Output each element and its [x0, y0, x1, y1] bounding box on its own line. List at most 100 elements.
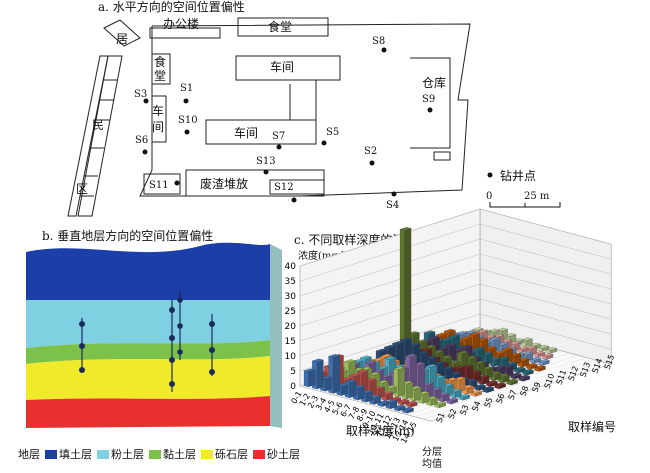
bar	[303, 370, 309, 388]
bar-top	[377, 400, 390, 404]
z-tick-label: 0	[290, 382, 296, 392]
bar	[399, 229, 405, 357]
bar-top	[384, 356, 397, 360]
site-tick-label: S6	[495, 392, 507, 405]
bar-top	[443, 328, 456, 333]
bar-top	[460, 344, 473, 349]
site-tick-label: S5	[483, 396, 495, 409]
bar-top	[506, 378, 519, 383]
bar-top	[400, 337, 413, 341]
scale-end: 25 m	[524, 191, 550, 202]
bar-top	[311, 358, 324, 363]
building-label: 区	[76, 182, 89, 196]
z-tick-label: 10	[285, 352, 297, 362]
bar-top	[518, 374, 531, 379]
bar-top	[405, 400, 418, 405]
bar-top	[472, 346, 485, 351]
legend-label: 黏土层	[163, 448, 196, 461]
floor-gridline	[431, 364, 612, 422]
site-tick-label: S7	[507, 389, 519, 402]
building-label: 民	[92, 118, 105, 132]
bar-top	[344, 379, 357, 384]
x-axis-title: 取样深度(m)	[346, 424, 415, 438]
bar-side	[414, 387, 422, 402]
building-label: 食	[154, 55, 167, 69]
building-label: 食堂	[268, 20, 293, 34]
bar-top	[501, 347, 514, 351]
bar-top	[393, 404, 406, 409]
bar-side	[316, 359, 324, 390]
floor-gridline	[422, 361, 604, 420]
bar-top	[359, 355, 372, 360]
site-label: S4	[386, 200, 400, 211]
bar-top	[389, 396, 402, 401]
gridline	[299, 313, 612, 372]
site-label: S5	[326, 127, 340, 138]
site-label: S3	[134, 89, 148, 100]
bar-top	[474, 384, 486, 388]
gridline	[299, 298, 612, 357]
bar-top	[348, 373, 361, 378]
bar-top	[537, 344, 550, 349]
bar-top	[392, 341, 404, 345]
bar-top	[529, 342, 541, 347]
building-label: 车间	[234, 126, 259, 140]
site-label: S2	[364, 146, 378, 157]
legend-swatch-silt	[97, 449, 109, 459]
z-tick-label: 25	[285, 307, 296, 317]
legend-swatch-gravel	[201, 449, 213, 459]
bar-top	[380, 353, 392, 358]
depth-end-label-2: 均值	[422, 459, 442, 470]
bar-side	[404, 228, 412, 357]
depth-end-label-1: 分层	[422, 447, 442, 458]
site-tick-label: S8	[519, 385, 531, 398]
bar-top	[486, 380, 498, 384]
z-tick-label: 5	[290, 367, 296, 377]
legend-swatch-clay	[149, 449, 161, 459]
bar-top	[405, 353, 418, 358]
strata-legend: 地层 填土层 粉土层 黏土层 砾石层 砂土层	[18, 446, 300, 462]
gridline	[299, 253, 612, 312]
site-tick-label: S9	[531, 381, 543, 394]
bar-top	[344, 359, 356, 363]
bar-top	[513, 366, 526, 371]
site-tick-label: S2	[447, 408, 459, 421]
bar-side	[406, 381, 413, 400]
gridline	[299, 208, 612, 267]
site-label: S12	[274, 182, 294, 193]
gridline	[299, 283, 612, 342]
legend-label: 粉土层	[111, 448, 144, 461]
bar-side	[333, 355, 340, 394]
site-label: S8	[372, 36, 386, 47]
bar-top	[533, 350, 546, 355]
site-tick-label: S3	[459, 404, 471, 417]
bar-side	[308, 369, 316, 388]
building-label: 仓库	[422, 76, 447, 90]
bar-top	[375, 348, 388, 353]
bar-top	[425, 364, 438, 368]
building-label: 车	[152, 104, 165, 118]
bar-top	[457, 350, 469, 355]
z-tick-label: 15	[285, 337, 296, 347]
site-label: S11	[149, 180, 169, 191]
bar-top	[434, 401, 447, 406]
bar-top	[482, 386, 495, 390]
site-label: S1	[180, 83, 194, 94]
bar-top	[488, 336, 501, 341]
scale-start: 0	[486, 191, 493, 202]
bar-top	[525, 362, 538, 367]
bar-top	[393, 366, 406, 371]
bar-top	[458, 393, 471, 398]
site-label: S13	[256, 156, 276, 167]
building-label: 废渣堆放	[200, 177, 249, 191]
bar-top	[402, 406, 414, 411]
bar-top	[494, 382, 507, 387]
bar-top	[397, 398, 410, 403]
panel-b-title: b. 垂直地层方向的空间位置偏性	[42, 229, 214, 243]
bar-top	[356, 369, 369, 374]
site-tick-label: S1	[435, 411, 447, 424]
legend-label: 砾石层	[215, 448, 248, 461]
bar-top	[303, 368, 316, 373]
gridline	[299, 223, 612, 282]
